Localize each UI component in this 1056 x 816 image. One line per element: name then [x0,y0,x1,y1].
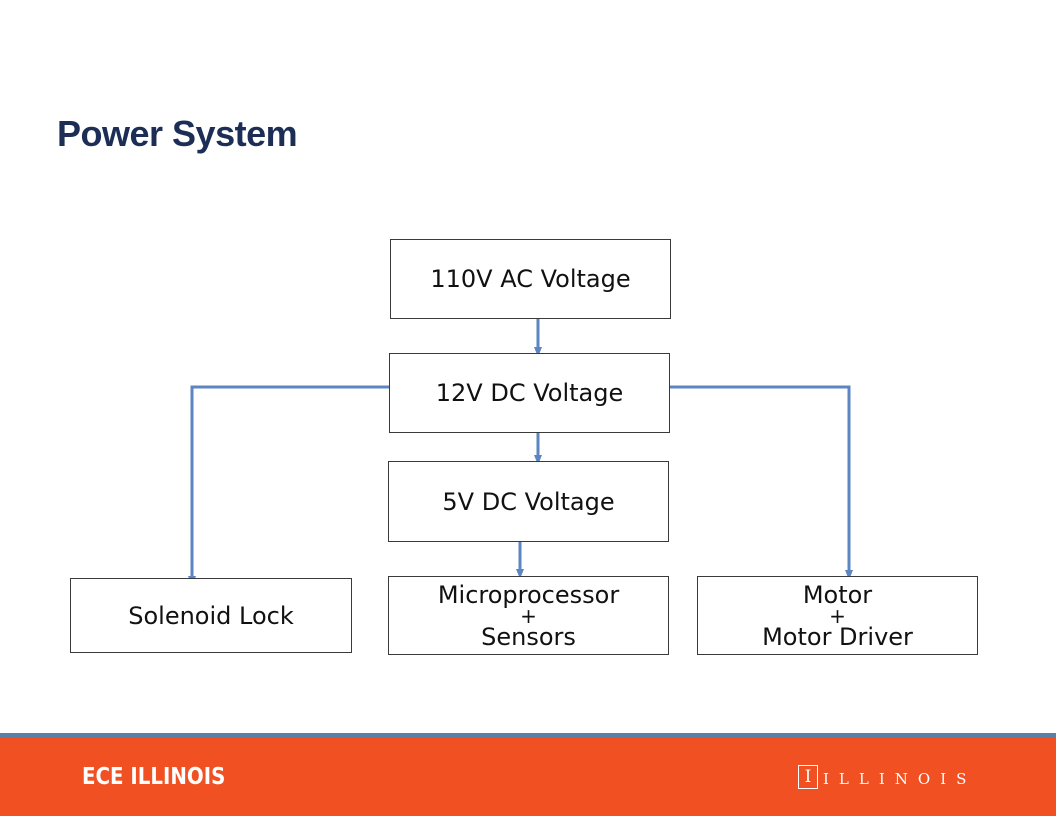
node-5v-dc-label: 5V DC Voltage [442,487,615,516]
illinois-wordmark: ILLINOIS [823,770,977,788]
page-title: Power System [57,113,298,154]
node-solenoid-lock-label: Solenoid Lock [128,601,294,630]
edge-dc12-to-solenoid [188,385,389,586]
edge-dc12-to-motor [670,385,853,580]
node-micro-line-1: Microprocessor [437,580,620,609]
node-12v-dc: 12V DC Voltage [389,353,670,433]
node-solenoid-lock: Solenoid Lock [70,578,352,653]
footer-bar [0,738,1056,816]
node-110v-ac: 110V AC Voltage [390,239,671,319]
node-motor-driver: Motor + Motor Driver [697,576,978,655]
node-motor-line-3: Motor Driver [762,622,913,651]
node-micro-line-2: + [520,603,537,628]
node-motor-line-1: Motor [802,580,873,609]
node-micro-line-3: Sensors [481,622,576,651]
ece-illinois-logo: ECE ILLINOIS [82,764,226,790]
node-110v-ac-label: 110V AC Voltage [430,265,631,293]
node-microprocessor-sensors: Microprocessor + Sensors [388,576,669,655]
node-12v-dc-label: 12V DC Voltage [435,379,624,407]
node-5v-dc: 5V DC Voltage [388,461,669,542]
illinois-block-i-icon: I [798,765,818,789]
node-motor-line-2: + [829,603,846,628]
footer-stripe [0,733,1056,738]
